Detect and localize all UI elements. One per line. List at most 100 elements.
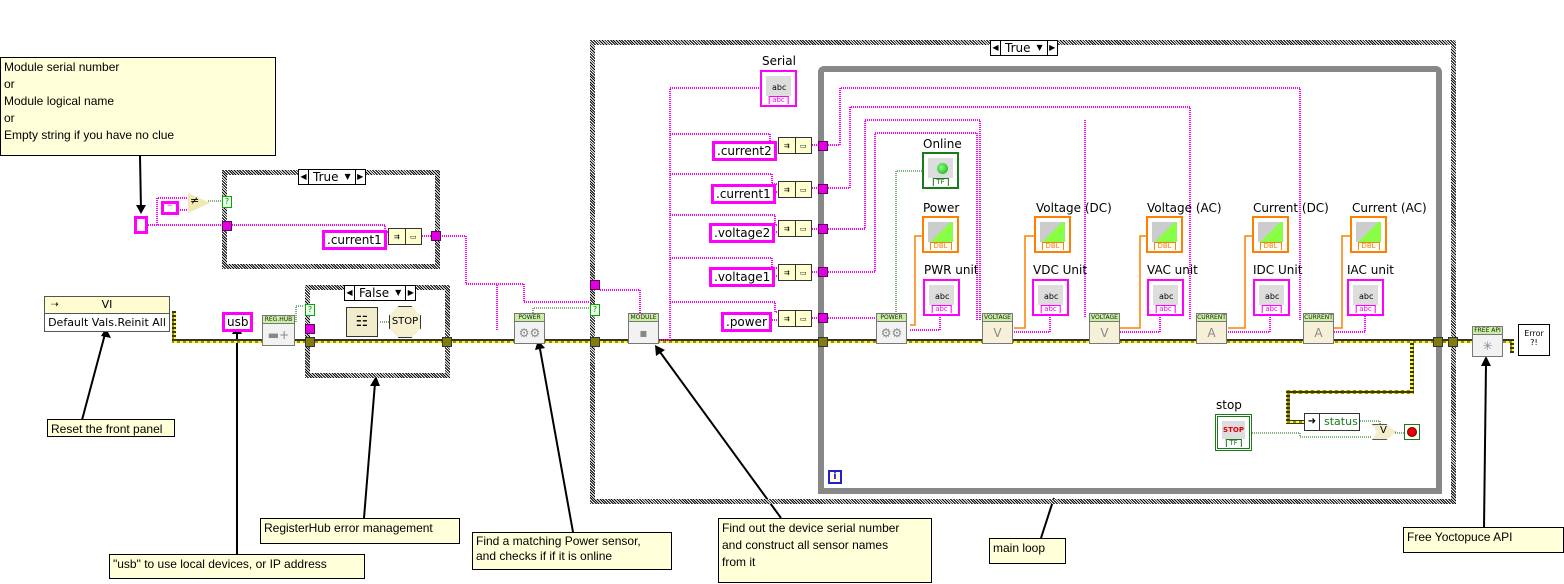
case-selector-terminal: ? (222, 196, 232, 208)
concat-output-icon: ▭ (404, 229, 422, 244)
or-icon: V (1380, 425, 1387, 436)
string-display: abc (1038, 285, 1063, 305)
power-read-label: POWER (877, 314, 906, 322)
increment-arrow-icon[interactable]: ▶ (407, 288, 414, 297)
serial-indicator[interactable]: abc abc (760, 70, 797, 107)
tunnel-main-in (590, 280, 600, 290)
case-selector-serial[interactable]: ◀ True ▼ ▶ (298, 169, 366, 185)
empty-string-constant: "" (161, 201, 179, 215)
dialog-node-icon: ☷ (346, 307, 378, 337)
case-selector-main[interactable]: ◀ True ▼ ▶ (990, 40, 1058, 56)
loop-condition-terminal[interactable] (1404, 424, 1420, 440)
free-api-subvi[interactable]: FREE API ✳ (1472, 326, 1503, 357)
note-serial-hint: Module serial number or Module logical n… (0, 57, 276, 156)
case-selector-terminal: ? (590, 304, 600, 316)
voltage1-label: VOLTAGE (983, 314, 1012, 322)
increment-arrow-icon[interactable]: ▶ (1049, 43, 1056, 52)
decrement-arrow-icon[interactable]: ◀ (346, 288, 353, 297)
note-usb-hint: "usb" to use local devices, or IP addres… (109, 554, 365, 579)
string-type-tag: abc (931, 305, 952, 313)
current1-subvi[interactable]: CURRENT A (1196, 313, 1227, 344)
decrement-arrow-icon[interactable]: ◀ (300, 172, 307, 181)
stop-button-control[interactable]: STOP TF (1215, 414, 1252, 451)
string-value: abc (1359, 292, 1374, 301)
current1-suffix-constant-main[interactable]: .current1 (711, 184, 776, 204)
loop-tunnel-error-in (818, 337, 828, 347)
iac-unit-indicator[interactable]: abc abc (1347, 279, 1384, 316)
current2-suffix-constant[interactable]: .current2 (712, 141, 777, 161)
reghub-label: REG.HUB (263, 316, 294, 324)
increment-arrow-icon[interactable]: ▶ (357, 172, 364, 181)
unbundle-by-name-node[interactable]: ➜ status (1304, 413, 1360, 431)
voltage1-subvi[interactable]: VOLTAGE V (982, 313, 1013, 344)
simple-error-handler[interactable]: Error ?! (1518, 324, 1550, 356)
tunnel-main-error-out (1448, 337, 1458, 347)
dropdown-icon[interactable]: ▼ (1036, 43, 1043, 52)
stop-label: stop (1216, 398, 1242, 412)
concatenate-strings-node: ⇉▭ (778, 264, 812, 281)
stop-sign-icon: STOP (389, 306, 421, 338)
vac-unit-indicator[interactable]: abc abc (1147, 279, 1184, 316)
case-selector-error[interactable]: ◀ False▼ ▶ (344, 285, 417, 301)
dbl-type-tag: DBL (929, 242, 952, 250)
current1-suffix-constant[interactable]: .current1 (322, 230, 387, 250)
vac-unit-label: VAC unit (1147, 263, 1198, 277)
vdc-unit-indicator[interactable]: abc abc (1032, 279, 1069, 316)
tunnel-error-out (442, 337, 452, 347)
serial-input-control[interactable] (134, 216, 148, 234)
led-display (928, 158, 953, 178)
loop-tunnel-power (818, 313, 828, 323)
loop-tunnel-voltage1 (818, 267, 828, 277)
voltage-dc-gauge-indicator[interactable]: DBL (1034, 216, 1071, 253)
power-suffix-constant[interactable]: .power (721, 312, 772, 332)
power-gauge-indicator[interactable]: DBL (922, 216, 959, 253)
voltmeter-icon: V (983, 322, 1012, 343)
gauge-icon (928, 222, 953, 242)
power-find-label: POWER (515, 314, 544, 322)
iac-unit-label: IAC unit (1347, 263, 1394, 277)
string-type-tag: abc (1261, 305, 1282, 313)
current-dc-gauge-indicator[interactable]: DBL (1252, 216, 1289, 253)
voltage2-suffix-constant[interactable]: .voltage2 (709, 223, 776, 243)
concatenate-strings-node: ⇉▭ (778, 181, 812, 198)
voltage-ac-gauge-indicator[interactable]: DBL (1146, 216, 1183, 253)
tunnel-error-in (305, 337, 315, 347)
voltage2-subvi[interactable]: VOLTAGE V (1089, 313, 1120, 344)
concatenate-strings-node: ⇉▭ (778, 310, 812, 327)
case-selector-value: True (313, 170, 339, 184)
dropdown-icon[interactable]: ▼ (344, 172, 351, 181)
loop-tunnel-error-out (1433, 337, 1443, 347)
online-indicator[interactable]: TF (922, 152, 959, 189)
main-while-loop[interactable] (818, 66, 1442, 494)
usb-constant[interactable]: usb (222, 312, 254, 332)
bool-type-tag: TF (932, 178, 949, 186)
ammeter-icon: A (1197, 322, 1226, 343)
case-selector-value: True (1005, 41, 1031, 55)
idc-unit-label: IDC Unit (1253, 263, 1303, 277)
idc-unit-indicator[interactable]: abc abc (1253, 279, 1290, 316)
current-ac-label: Current (AC) (1352, 201, 1427, 215)
not-equal-icon: ≠ (190, 194, 200, 207)
current-dc-label: Current (DC) (1253, 201, 1329, 215)
stop-button-face: STOP (1222, 421, 1245, 439)
dropdown-icon[interactable]: ▼ (395, 288, 402, 297)
unbundle-arrow-icon: ➜ (1305, 414, 1320, 430)
decrement-arrow-icon[interactable]: ◀ (992, 43, 999, 52)
current-ac-gauge-indicator[interactable]: DBL (1350, 216, 1387, 253)
find-power-subvi[interactable]: POWER ⚙⚙ (514, 313, 545, 344)
pwr-unit-indicator[interactable]: abc abc (923, 279, 960, 316)
module-subvi[interactable]: MODULE ▪ (628, 313, 659, 344)
voltage1-suffix-constant[interactable]: .voltage1 (709, 267, 776, 287)
current2-subvi[interactable]: CURRENT A (1303, 313, 1334, 344)
tunnel-main-error-in (590, 337, 600, 347)
string-type-tag: abc (1155, 305, 1176, 313)
string-value: abc (1044, 292, 1059, 301)
power-read-subvi[interactable]: POWER ⚙⚙ (876, 313, 907, 344)
voltage2-label: VOLTAGE (1090, 314, 1119, 322)
invoke-node[interactable]: VI ⇢ Default Vals.Reinit All (44, 296, 170, 332)
reghub-subvi[interactable]: REG.HUB ▬+ (262, 315, 295, 346)
gauge-icon (1356, 222, 1381, 242)
tunnel-input-serial (222, 221, 232, 231)
current1-label: CURRENT (1197, 314, 1226, 322)
